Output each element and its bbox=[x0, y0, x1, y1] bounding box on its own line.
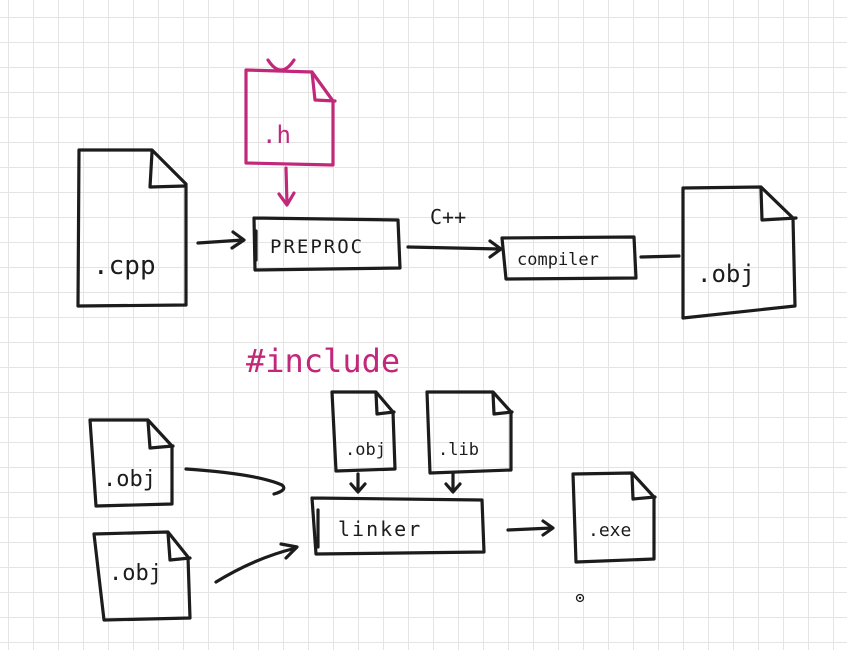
preproc-to-compiler-arrow bbox=[406, 239, 503, 259]
cpp-file-icon: .cpp bbox=[76, 148, 188, 308]
linker-label: linker bbox=[338, 517, 422, 541]
linker-box: linker bbox=[310, 496, 486, 556]
obj-top-to-linker-arrow bbox=[349, 472, 367, 494]
header-file-icon: .h bbox=[244, 58, 337, 167]
obj1-to-linker-arrow bbox=[184, 467, 286, 496]
cpp-annotation: C++ bbox=[430, 205, 466, 229]
compiler-label: compiler bbox=[517, 250, 599, 270]
obj-top-file-icon: .obj bbox=[330, 390, 397, 473]
obj-input-file-1-label: .obj bbox=[103, 467, 156, 492]
include-annotation: #include bbox=[246, 342, 400, 380]
obj-input-file-2-label: .obj bbox=[109, 561, 162, 586]
exe-file-icon: .exe bbox=[571, 471, 657, 564]
lib-top-file-icon: .lib bbox=[425, 390, 514, 475]
obj2-to-linker-arrow bbox=[214, 542, 299, 584]
obj-output-file-icon: .obj bbox=[681, 185, 798, 320]
header-to-preproc-arrow bbox=[277, 166, 296, 207]
preprocessor-label: PREPROC bbox=[270, 236, 364, 258]
exe-file-label: .exe bbox=[588, 520, 631, 541]
lib-top-file-label: .lib bbox=[438, 440, 479, 460]
cursor-dot bbox=[575, 593, 585, 603]
obj-output-file-label: .obj bbox=[697, 260, 755, 288]
compiler-to-obj-arrow bbox=[639, 254, 681, 259]
linker-to-exe-arrow bbox=[506, 519, 555, 537]
preprocessor-box: PREPROC bbox=[252, 216, 402, 272]
obj-input-file-1-icon: .obj bbox=[88, 418, 175, 508]
compiler-box: compiler bbox=[500, 235, 638, 281]
obj-top-file-label: .obj bbox=[345, 440, 386, 460]
cpp-to-preproc-arrow bbox=[196, 230, 246, 250]
lib-top-to-linker-arrow bbox=[444, 472, 462, 494]
header-file-label: .h bbox=[262, 121, 291, 149]
cpp-file-label: .cpp bbox=[93, 251, 156, 281]
obj-input-file-2-icon: .obj bbox=[92, 530, 192, 622]
